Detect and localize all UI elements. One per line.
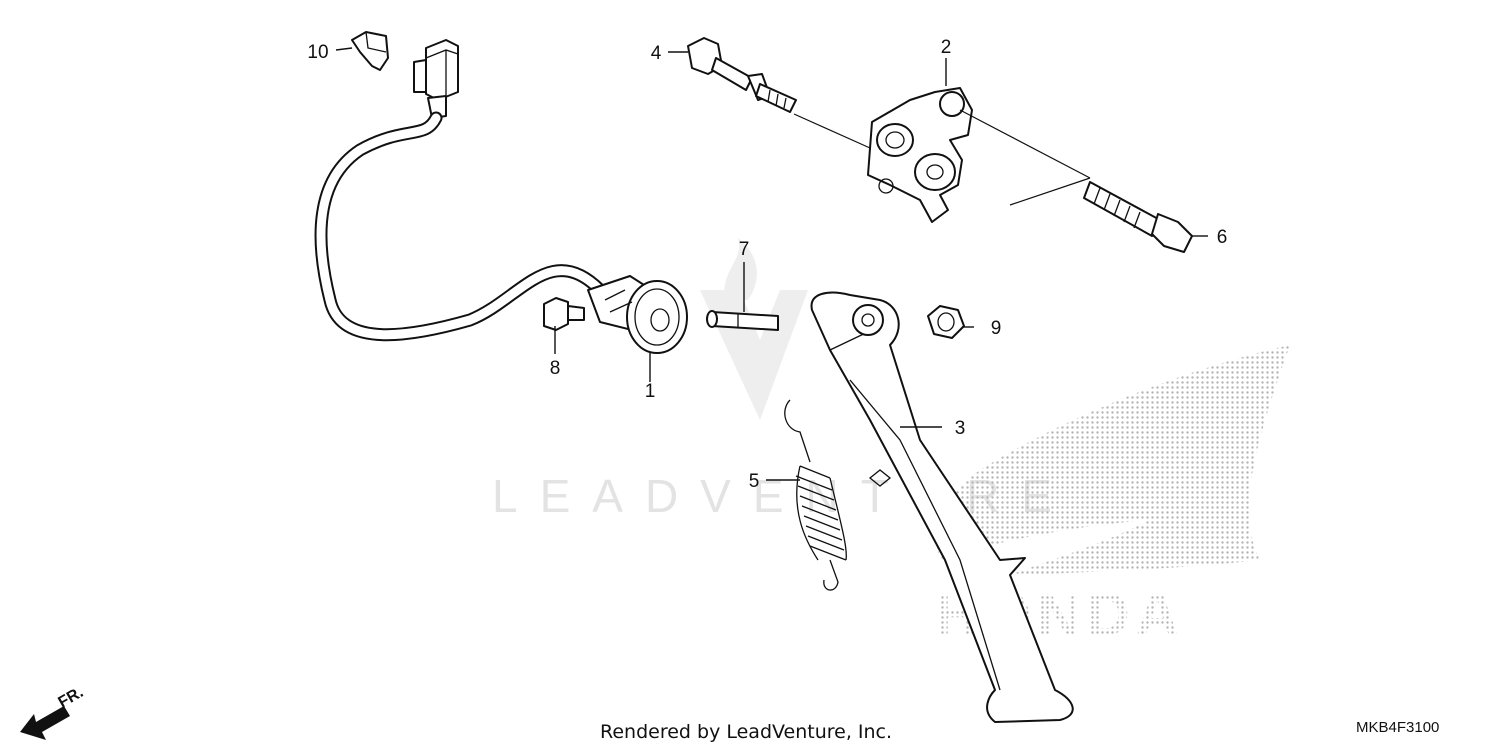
part-9-nut [927, 305, 965, 339]
callout-5: 5 [749, 471, 760, 492]
callout-7: 7 [739, 239, 750, 260]
callout-2: 2 [941, 37, 952, 58]
part-1-sidestand-switch [314, 39, 688, 354]
part-5-spring [784, 399, 847, 591]
callout-4: 4 [651, 43, 662, 64]
callout-3: 3 [955, 418, 966, 439]
callouts: 1 2 3 4 5 6 7 8 9 10 [307, 37, 1227, 492]
part-10-clip [351, 31, 389, 71]
callout-10: 10 [307, 42, 328, 63]
part-2-bracket [867, 87, 973, 223]
part-6-bolt [1083, 181, 1193, 253]
fr-label: FR. [56, 684, 87, 712]
diagram-code: MKB4F3100 [1356, 719, 1439, 736]
leader-lines [335, 47, 1208, 481]
render-credit: Rendered by LeadVenture, Inc. [600, 721, 892, 743]
part-7-pin [706, 310, 779, 331]
part-3-side-stand [810, 291, 1074, 723]
callout-9: 9 [991, 318, 1002, 339]
callout-6: 6 [1217, 227, 1228, 248]
honda-wing-logo: HONDA [935, 345, 1290, 648]
callout-1: 1 [645, 381, 656, 402]
callout-8: 8 [550, 358, 561, 379]
part-8-bolt [543, 297, 585, 331]
front-direction-marker: FR. [20, 684, 86, 740]
part-4-bolt [687, 37, 797, 113]
